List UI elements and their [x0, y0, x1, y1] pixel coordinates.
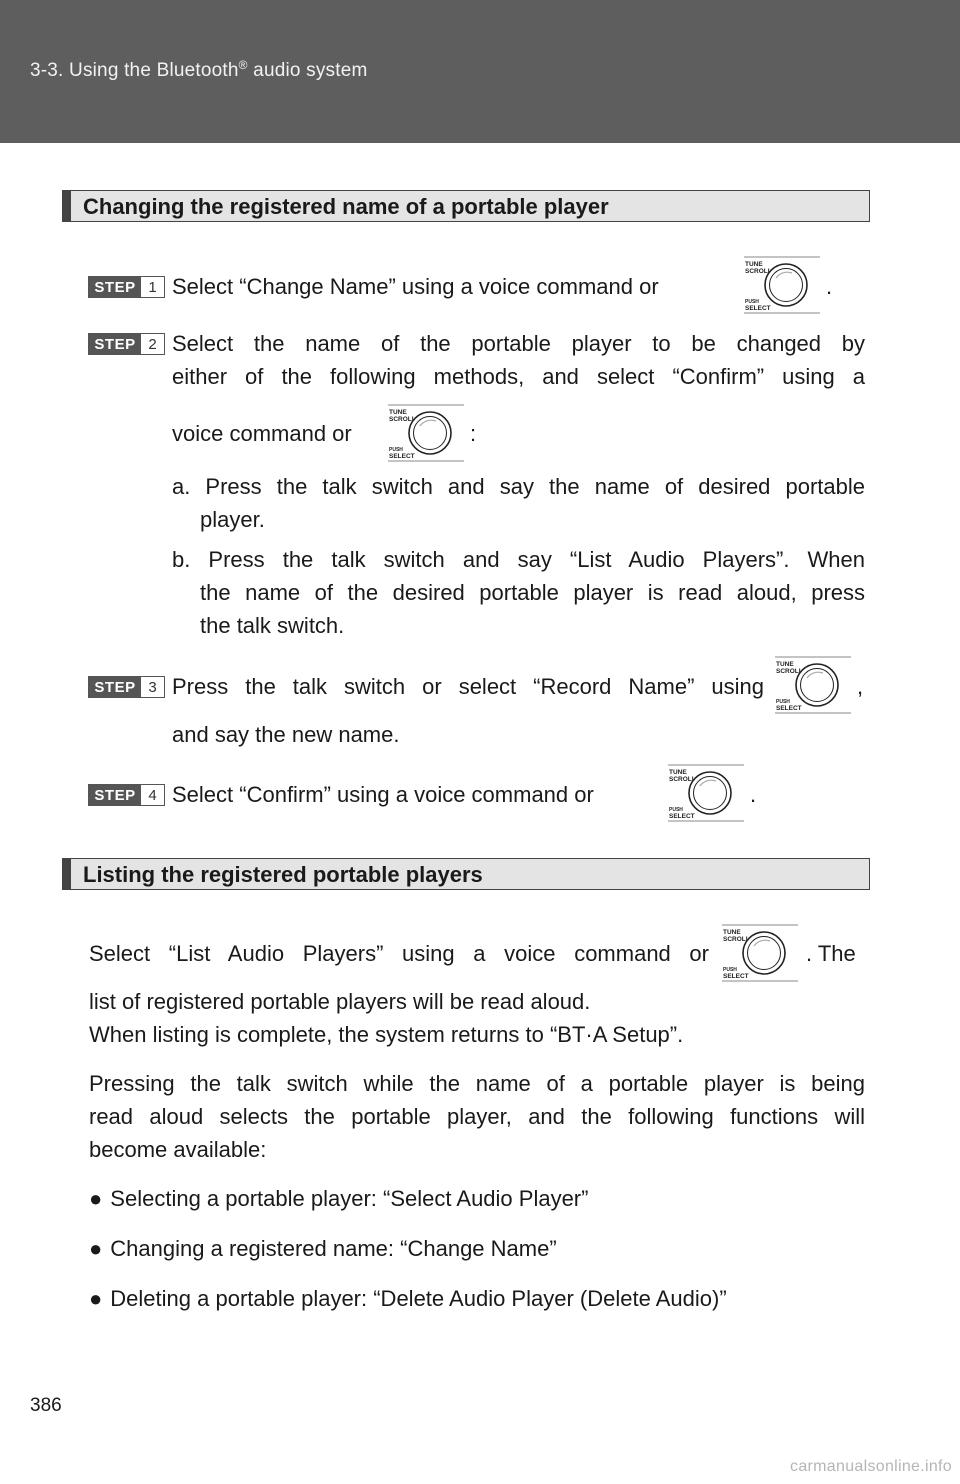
functions-paragraph-line-1: Pressing the talk switch while the name … [89, 1071, 865, 1096]
chapter-title: 3-3. Using the Bluetooth® audio system [30, 58, 368, 81]
watermark: carmanualsonline.info [790, 1458, 952, 1475]
page-number: 386 [30, 1395, 62, 1416]
step-3-badge: STEP 3 [88, 676, 165, 698]
list-item: ●Selecting a portable player: “Select Au… [89, 1186, 589, 1211]
list-paragraph-line-1: Select “List Audio Players” using a voic… [89, 941, 709, 966]
step-2-badge: STEP 2 [88, 333, 165, 355]
bullet-icon: ● [89, 1186, 103, 1211]
step-3-line-1: Press the talk switch or select “Record … [172, 674, 764, 699]
svg-text:PUSH: PUSH [776, 699, 790, 705]
section-header-list-players: Listing the registered portable players [62, 858, 870, 890]
chapter-header: 3-3. Using the Bluetooth® audio system [0, 0, 960, 143]
svg-text:SELECT: SELECT [389, 453, 415, 460]
step-4-badge: STEP 4 [88, 784, 165, 806]
svg-text:SCROLL: SCROLL [723, 936, 750, 943]
list-item: ●Changing a registered name: “Change Nam… [89, 1236, 557, 1261]
step-1-text: Select “Change Name” using a voice comma… [172, 274, 659, 299]
list-item: ●Deleting a portable player: “Delete Aud… [89, 1286, 727, 1311]
step-1-punct: . [826, 274, 833, 299]
section-header-change-name: Changing the registered name of a portab… [62, 190, 870, 222]
list-paragraph-line-3: When listing is complete, the system ret… [89, 1022, 684, 1047]
step-2-option-a-line-2: player. [200, 507, 265, 532]
section-title: Listing the registered portable players [83, 862, 483, 887]
step-2-option-b-line-1: b. Press the talk switch and say “List A… [172, 547, 865, 572]
step-2-line-3: voice command or [172, 421, 352, 446]
svg-text:TUNE: TUNE [389, 409, 407, 416]
svg-text:PUSH: PUSH [723, 967, 737, 973]
svg-text:SELECT: SELECT [669, 813, 695, 820]
step-1-badge: STEP 1 [88, 276, 165, 298]
step-2-line-1: Select the name of the portable player t… [172, 331, 865, 356]
svg-text:TUNE: TUNE [669, 769, 687, 776]
step-2-option-b-line-2: the name of the desired portable player … [200, 580, 865, 605]
list-paragraph-line-2: list of registered portable players will… [89, 989, 591, 1014]
tune-scroll-knob-icon: TUNE SCROLL PUSH SELECT [773, 656, 853, 714]
step-4-text: Select “Confirm” using a voice command o… [172, 782, 594, 807]
svg-text:SCROLL: SCROLL [669, 776, 696, 783]
step-2-punct: : [470, 421, 477, 446]
step-3-line-2: and say the new name. [172, 722, 400, 747]
svg-text:PUSH: PUSH [745, 299, 759, 305]
svg-text:SELECT: SELECT [776, 705, 802, 712]
step-2-option-b-line-3: the talk switch. [200, 613, 345, 638]
step-4-punct: . [750, 782, 757, 807]
tune-scroll-knob-icon: TUNE SCROLL PUSH SELECT [666, 764, 746, 822]
svg-text:PUSH: PUSH [669, 807, 683, 813]
step-2-line-2: either of the following methods, and sel… [172, 364, 865, 389]
svg-text:SCROLL: SCROLL [745, 268, 772, 275]
svg-text:TUNE: TUNE [776, 661, 794, 668]
svg-text:SCROLL: SCROLL [389, 416, 416, 423]
svg-text:TUNE: TUNE [745, 261, 763, 268]
tune-scroll-knob-icon: TUNE SCROLL PUSH SELECT [386, 404, 466, 462]
tune-scroll-knob-icon: TUNE SCROLL PUSH SELECT [720, 924, 800, 982]
svg-text:TUNE: TUNE [723, 929, 741, 936]
bullet-icon: ● [89, 1286, 103, 1311]
svg-text:PUSH: PUSH [389, 447, 403, 453]
functions-paragraph-line-2: read aloud selects the portable player, … [89, 1104, 865, 1129]
functions-paragraph-line-3: become available: [89, 1137, 267, 1162]
svg-text:SCROLL: SCROLL [776, 668, 803, 675]
list-paragraph-line-1-end: . The [806, 941, 856, 966]
section-title: Changing the registered name of a portab… [83, 194, 609, 219]
bullet-icon: ● [89, 1236, 103, 1261]
svg-text:SELECT: SELECT [745, 305, 771, 312]
step-3-punct: , [857, 674, 864, 699]
svg-text:SELECT: SELECT [723, 973, 749, 980]
tune-scroll-knob-icon: TUNE SCROLL PUSH SELECT [742, 256, 822, 314]
step-2-option-a-line-1: a. Press the talk switch and say the nam… [172, 474, 865, 499]
